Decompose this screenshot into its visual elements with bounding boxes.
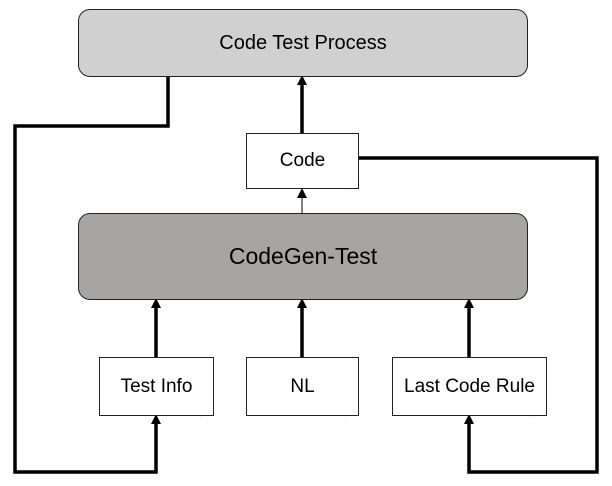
nl-document: NL bbox=[246, 357, 359, 416]
codegen-test-label: CodeGen-Test bbox=[228, 243, 378, 269]
last-code-rule-document: Last Code Rule bbox=[392, 357, 547, 416]
nl-label: NL bbox=[290, 375, 315, 397]
test-info-document: Test Info bbox=[99, 357, 214, 416]
last-code-rule-label: Last Code Rule bbox=[404, 375, 535, 397]
codegen-test-box: CodeGen-Test bbox=[78, 213, 528, 300]
code-test-process-label: Code Test Process bbox=[219, 31, 387, 54]
arrow-process-to-testinfo bbox=[13, 77, 170, 474]
code-label: Code bbox=[279, 150, 326, 171]
code-document: Code bbox=[246, 133, 359, 189]
code-test-process-box: Code Test Process bbox=[78, 9, 528, 77]
arrow-code-to-lastrule bbox=[359, 156, 599, 474]
test-info-label: Test Info bbox=[120, 375, 193, 397]
